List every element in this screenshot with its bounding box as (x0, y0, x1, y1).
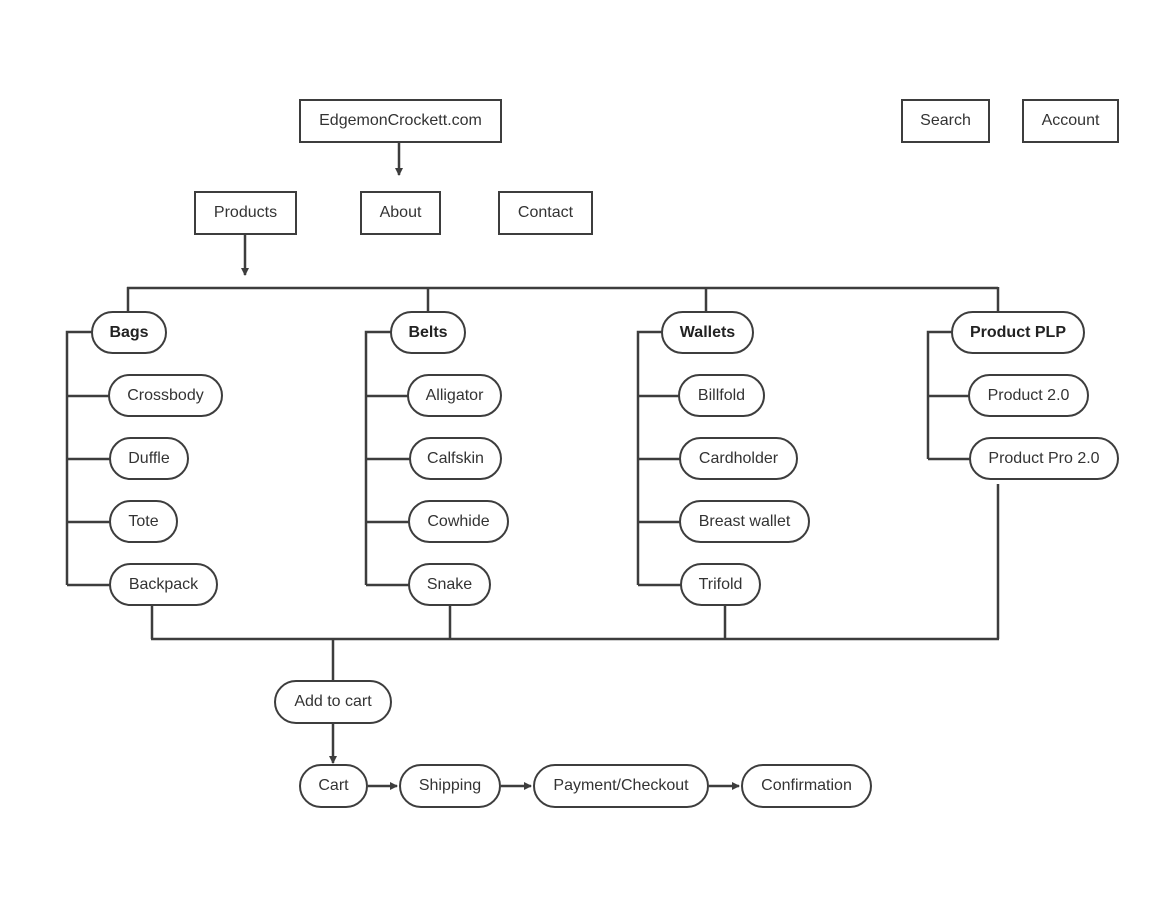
shipping-node: Shipping (399, 764, 501, 808)
search-node: Search (901, 99, 990, 143)
account-node: Account (1022, 99, 1119, 143)
contact-node: Contact (498, 191, 593, 235)
subcategory-alligator: Alligator (407, 374, 502, 417)
subcategory-backpack: Backpack (109, 563, 218, 606)
category-bags: Bags (91, 311, 167, 354)
bags-tree-line (65, 330, 93, 585)
subcategory-calfskin: Calfskin (409, 437, 502, 480)
subcategory-duffle: Duffle (109, 437, 189, 480)
site-node: EdgemonCrockett.com (299, 99, 502, 143)
subcategory-tote: Tote (109, 500, 178, 543)
wallets-tree-line (636, 330, 663, 585)
subcategory-product-pro-2-0: Product Pro 2.0 (969, 437, 1119, 480)
products-node: Products (194, 191, 297, 235)
belts-tree-line (364, 330, 392, 585)
subcategory-cardholder: Cardholder (679, 437, 798, 480)
subcategory-trifold: Trifold (680, 563, 761, 606)
subcategory-cowhide: Cowhide (408, 500, 509, 543)
about-node: About (360, 191, 441, 235)
category-product-plp: Product PLP (951, 311, 1085, 354)
confirmation-node: Confirmation (741, 764, 872, 808)
payment-checkout-node: Payment/Checkout (533, 764, 709, 808)
add-to-cart-node: Add to cart (274, 680, 392, 724)
subcategory-crossbody: Crossbody (108, 374, 223, 417)
subcategory-product-2-0: Product 2.0 (968, 374, 1089, 417)
subcategory-billfold: Billfold (678, 374, 765, 417)
subcategory-breast-wallet: Breast wallet (679, 500, 810, 543)
cart-node: Cart (299, 764, 368, 808)
plp-tree-line (926, 330, 953, 459)
category-belts: Belts (390, 311, 466, 354)
subcategory-snake: Snake (408, 563, 491, 606)
category-wallets: Wallets (661, 311, 754, 354)
